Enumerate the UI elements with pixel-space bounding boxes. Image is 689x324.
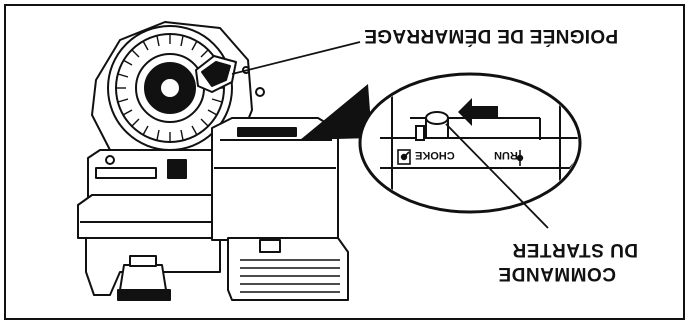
choke-control-label-line1: COMMANDE [498, 262, 616, 284]
choke-control-label-line2: DU STARTER [512, 238, 638, 260]
start-handle-label: POIGNÉE DE DÉMARRAGE [364, 24, 618, 46]
choke-label: CHOKE [415, 149, 455, 161]
run-label: RUN [494, 149, 518, 161]
engine-body [78, 22, 348, 300]
detail-zoom-circle [360, 74, 585, 215]
start-handle-leader [232, 42, 360, 74]
